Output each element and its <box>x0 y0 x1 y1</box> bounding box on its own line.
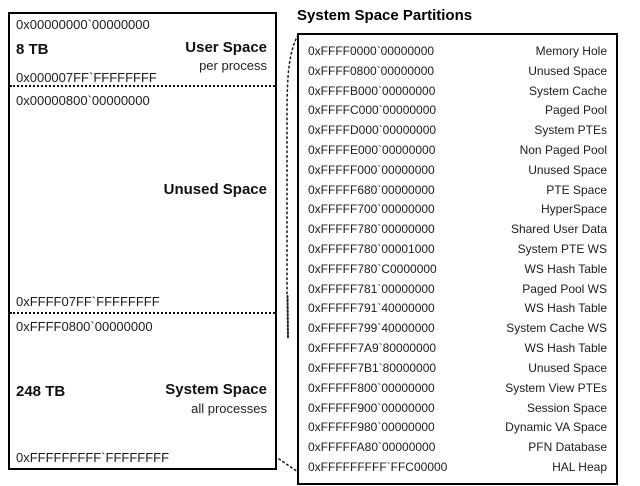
partition-row: 0xFFFFF780`00000000 Shared User Data <box>299 219 616 239</box>
system-space-start-address: 0xFFFF0800`00000000 <box>16 319 153 334</box>
partition-address: 0xFFFFF7B1`80000000 <box>308 360 437 375</box>
unused-space-start-address: 0x00000800`00000000 <box>16 93 150 108</box>
partition-address: 0xFFFFF7A9`80000000 <box>308 341 437 356</box>
partition-address: 0xFFFFF000`00000000 <box>308 162 435 177</box>
partition-row: 0xFFFFF799`40000000 System Cache WS <box>299 318 616 338</box>
partition-row: 0xFFFFF7A9`80000000 WS Hash Table <box>299 338 616 358</box>
partition-address: 0xFFFFB000`00000000 <box>308 83 436 98</box>
partition-label: System Cache <box>528 83 607 98</box>
partition-label: Non Paged Pool <box>519 142 607 157</box>
partition-address: 0xFFFFF791`40000000 <box>308 301 435 316</box>
user-space-name: User Space <box>185 39 267 56</box>
partition-label: HAL Heap <box>552 459 607 474</box>
connector-bottom-diagonal <box>278 458 299 473</box>
partition-address: 0xFFFF0800`00000000 <box>308 63 435 78</box>
partition-row: 0xFFFFF7B1`80000000 Unused Space <box>299 358 616 378</box>
partition-label: System PTEs <box>534 123 607 138</box>
connector-top-end-dashes <box>286 295 289 339</box>
partition-address: 0xFFFF0000`00000000 <box>308 43 435 58</box>
partition-row: 0xFFFFFA80`00000000 PFN Database <box>299 437 616 457</box>
partition-row: 0xFFFFF781`00000000 Paged Pool WS <box>299 279 616 299</box>
partition-row: 0xFFFFF800`00000000 System View PTEs <box>299 378 616 398</box>
user-unused-divider <box>10 85 275 87</box>
unused-system-divider <box>10 312 275 314</box>
system-space-note: all processes <box>191 401 267 416</box>
partition-label: PFN Database <box>528 440 607 455</box>
partition-label: Dynamic VA Space <box>505 420 607 435</box>
partition-row: 0xFFFFD000`00000000 System PTEs <box>299 120 616 140</box>
system-space-name: System Space <box>165 381 267 398</box>
partition-label: System PTE WS <box>517 242 607 257</box>
partition-label: Unused Space <box>528 360 607 375</box>
partition-address: 0xFFFFE000`00000000 <box>308 142 436 157</box>
partition-row: 0xFFFFF791`40000000 WS Hash Table <box>299 299 616 319</box>
partition-label: Unused Space <box>528 162 607 177</box>
partition-label: Shared User Data <box>510 222 607 237</box>
user-space-size: 8 TB <box>16 41 49 58</box>
partition-label: WS Hash Table <box>524 301 607 316</box>
address-space-start: 0x00000000`00000000 <box>16 17 150 32</box>
partition-address: 0xFFFFF799`40000000 <box>308 321 435 336</box>
partition-row: 0xFFFF0000`00000000 Memory Hole <box>299 41 616 61</box>
partition-row: 0xFFFFF000`00000000 Unused Space <box>299 160 616 180</box>
partition-address: 0xFFFFF980`00000000 <box>308 420 435 435</box>
partition-row: 0xFFFFF980`00000000 Dynamic VA Space <box>299 417 616 437</box>
partition-address: 0xFFFFF800`00000000 <box>308 380 435 395</box>
partitions-title: System Space Partitions <box>297 7 473 24</box>
partition-label: Unused Space <box>528 63 607 78</box>
partition-label: Memory Hole <box>535 43 607 58</box>
partitions-box: 0xFFFF0000`00000000 Memory Hole 0xFFFF08… <box>297 33 618 485</box>
partition-row: 0xFFFFE000`00000000 Non Paged Pool <box>299 140 616 160</box>
partition-row: 0xFFFFC000`00000000 Paged Pool <box>299 100 616 120</box>
partition-address: 0xFFFFF700`00000000 <box>308 202 435 217</box>
partition-label: System View PTEs <box>505 380 607 395</box>
partition-address: 0xFFFFF780`00001000 <box>308 242 435 257</box>
partition-row: 0xFFFF0800`00000000 Unused Space <box>299 61 616 81</box>
partition-row: 0xFFFFF780`00001000 System PTE WS <box>299 239 616 259</box>
partition-address: 0xFFFFC000`00000000 <box>308 103 437 118</box>
partition-row: 0xFFFFF900`00000000 Session Space <box>299 398 616 418</box>
partition-address: 0xFFFFF780`C0000000 <box>308 261 437 276</box>
partition-label: Paged Pool <box>544 103 607 118</box>
partition-label: System Cache WS <box>506 321 607 336</box>
partition-label: WS Hash Table <box>524 261 607 276</box>
unused-space-name: Unused Space <box>163 181 267 198</box>
partition-row: 0xFFFFB000`00000000 System Cache <box>299 81 616 101</box>
partition-row: 0xFFFFF680`00000000 PTE Space <box>299 180 616 200</box>
partition-address: 0xFFFFFA80`00000000 <box>308 440 436 455</box>
partition-label: WS Hash Table <box>524 341 607 356</box>
partition-row: 0xFFFFF780`C0000000 WS Hash Table <box>299 259 616 279</box>
partition-address: 0xFFFFF781`00000000 <box>308 281 435 296</box>
partition-label: HyperSpace <box>540 202 607 217</box>
address-space-box: 0x00000000`00000000 8 TB User Space per … <box>8 12 277 470</box>
user-space-end-address: 0x000007FF`FFFFFFFF <box>16 70 157 85</box>
partition-row: 0xFFFFF700`00000000 HyperSpace <box>299 200 616 220</box>
partition-row: 0xFFFFFFFFF`FFC00000 HAL Heap <box>299 457 616 477</box>
partition-label: PTE Space <box>546 182 607 197</box>
partition-address: 0xFFFFFFFFF`FFC00000 <box>308 459 448 474</box>
partition-address: 0xFFFFD000`00000000 <box>308 123 437 138</box>
partition-label: Session Space <box>526 400 607 415</box>
partition-address: 0xFFFFF680`00000000 <box>308 182 435 197</box>
user-space-note: per process <box>199 58 267 73</box>
partition-label: Paged Pool WS <box>522 281 607 296</box>
partition-address: 0xFFFFF780`00000000 <box>308 222 435 237</box>
partition-address: 0xFFFFF900`00000000 <box>308 400 435 415</box>
address-space-end: 0xFFFFFFFFF`FFFFFFFF <box>16 450 170 465</box>
unused-space-end-address: 0xFFFF07FF`FFFFFFFF <box>16 294 160 309</box>
system-space-size: 248 TB <box>16 383 66 400</box>
